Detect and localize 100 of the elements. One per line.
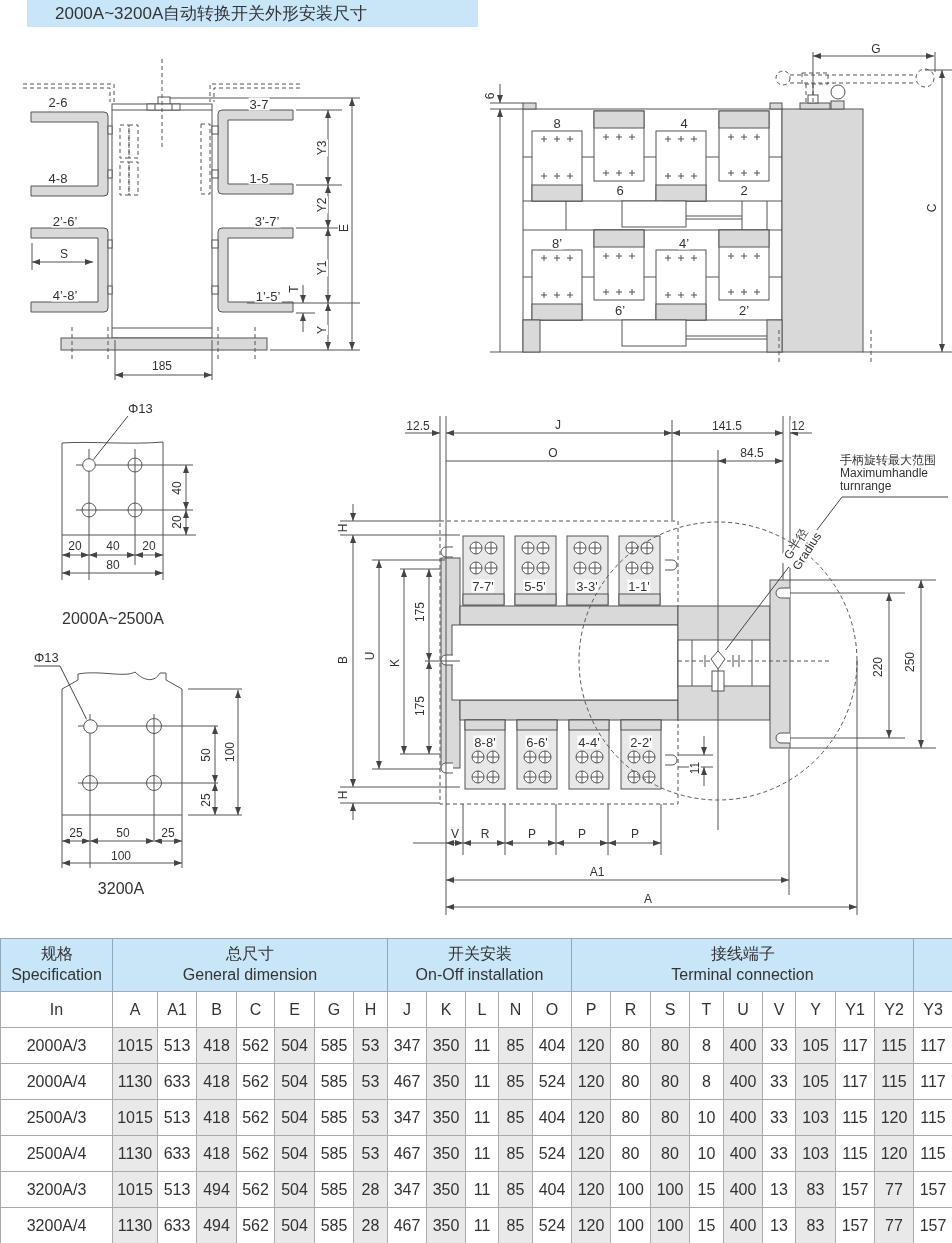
- table-cell: 120: [571, 1027, 611, 1064]
- dimension-label: 20: [171, 514, 183, 530]
- dimension-label: P: [630, 828, 640, 840]
- table-cell: 494: [196, 1207, 237, 1243]
- dimension-label: K: [389, 658, 401, 668]
- dimension-label: 40: [105, 540, 121, 552]
- dimension-label: 12.5: [405, 420, 431, 432]
- table-cell: 418: [196, 1063, 237, 1100]
- terminal-label: 4-8: [47, 171, 69, 185]
- table-cell: 28: [353, 1207, 388, 1243]
- table-cell: 504: [274, 1135, 315, 1172]
- dimension-label: 12: [790, 420, 806, 432]
- table-cell: 115: [874, 1027, 914, 1064]
- dimension-label: J: [554, 419, 562, 431]
- table-cell: 105: [795, 1027, 836, 1064]
- header-text: On-Off installation: [415, 965, 544, 985]
- table-cell: 418: [196, 1135, 237, 1172]
- leader-line: [92, 415, 129, 460]
- dimension-label: V: [450, 828, 460, 840]
- dimension-label: 185: [151, 360, 173, 372]
- dimension-label: 175: [414, 695, 426, 717]
- dimension-label: 25: [160, 827, 176, 839]
- callout-text: Maximumhandle turnrange: [840, 467, 930, 494]
- dimension-label: 50: [200, 747, 212, 763]
- table-cell: 1015: [112, 1099, 158, 1136]
- header-text: 开关安装: [447, 944, 512, 965]
- terminal-label: 6’: [613, 303, 627, 317]
- dimension-label: 20: [67, 540, 83, 552]
- table-cell: 350: [426, 1171, 466, 1208]
- table-cell: 1130: [112, 1135, 158, 1172]
- terminal-label: 7-7': [471, 579, 495, 593]
- dimension-label: P: [577, 828, 587, 840]
- table-cell: 504: [274, 1027, 315, 1064]
- table-cell: 103: [795, 1099, 836, 1136]
- terminal-label: 8: [552, 116, 562, 130]
- table-cell: 120: [874, 1135, 914, 1172]
- dimension-label: Y2: [316, 196, 328, 214]
- header-text: General dimension: [182, 965, 318, 985]
- terminal-label: 2’-6’: [51, 214, 79, 228]
- dimension-label: 80: [105, 559, 121, 571]
- table-cell: 103: [795, 1135, 836, 1172]
- table-cell: 504: [274, 1063, 315, 1100]
- dimension-label: A: [643, 893, 653, 905]
- header-text: 接线端子: [710, 944, 775, 965]
- table-cell: 120: [874, 1099, 914, 1136]
- dimension-label: E: [338, 223, 350, 233]
- view-caption: 2000A~2500A: [61, 611, 165, 627]
- terminal-label: 1’-5’: [254, 289, 282, 303]
- terminal-label: 3-7: [248, 97, 270, 111]
- dimension-label: B: [337, 655, 349, 665]
- table-cell: 77: [874, 1207, 914, 1243]
- dimension-label: 25: [68, 827, 84, 839]
- terminal-label: 1-5: [248, 171, 270, 185]
- terminal-label: 2’: [737, 303, 751, 317]
- table-cell: 504: [274, 1171, 315, 1208]
- terminal-label: 5-5': [523, 579, 547, 593]
- bolt-hole: [82, 458, 96, 472]
- dimension-label: C: [926, 202, 938, 214]
- handle-symbol: [710, 650, 726, 670]
- terminal-label: 4’: [677, 236, 691, 250]
- terminal-label: 4’-8’: [51, 288, 79, 302]
- view-caption: 3200A: [96, 881, 146, 897]
- table-cell: 77: [874, 1171, 914, 1208]
- dimension-label: T: [288, 284, 300, 294]
- header-text: 总尺寸: [226, 944, 274, 965]
- dimension-label: P: [527, 828, 537, 840]
- table-cell: 400: [723, 1099, 763, 1136]
- table-cell: 120: [571, 1063, 611, 1100]
- title-bar: 2000A~3200A自动转换开关外形安装尺寸: [27, 0, 478, 27]
- table-cell: 504: [274, 1099, 315, 1136]
- dimension-label: 11: [689, 760, 701, 776]
- table-cell: 80: [650, 1099, 690, 1136]
- table-cell: 1130: [112, 1063, 158, 1100]
- dimension-label: 6: [484, 91, 496, 101]
- dimension-label: S: [59, 248, 69, 260]
- terminal-label: 3-3': [575, 579, 599, 593]
- table-cell: 504: [274, 1207, 315, 1243]
- terminal-label: 2-6: [47, 95, 69, 109]
- table-cell: 120: [571, 1171, 611, 1208]
- table-cell: 100: [650, 1207, 690, 1243]
- dimension-label: H: [337, 522, 349, 534]
- leader-line: [33, 665, 88, 720]
- dimension-label: 84.5: [739, 447, 765, 459]
- header-text: Specification: [11, 965, 102, 985]
- terminal-label: 8’: [550, 236, 564, 250]
- table-cell: 1015: [112, 1171, 158, 1208]
- table-cell: 80: [650, 1135, 690, 1172]
- table-cell: 418: [196, 1099, 237, 1136]
- table-cell: 83: [795, 1171, 836, 1208]
- terminal-label: 3’-7’: [253, 214, 281, 228]
- dimension-label: Y1: [316, 259, 328, 277]
- dimension-label: 100: [110, 850, 132, 862]
- dimension-label: O: [547, 447, 559, 459]
- dimension-label: 220: [872, 656, 884, 678]
- terminal-label: 4: [679, 116, 689, 130]
- table-cell: In: [0, 991, 113, 1028]
- callout-text: Φ13: [34, 651, 60, 666]
- terminal-label: 8-8': [473, 735, 497, 749]
- terminal-label: 6: [615, 183, 625, 197]
- terminal-label: 4-4': [577, 735, 601, 749]
